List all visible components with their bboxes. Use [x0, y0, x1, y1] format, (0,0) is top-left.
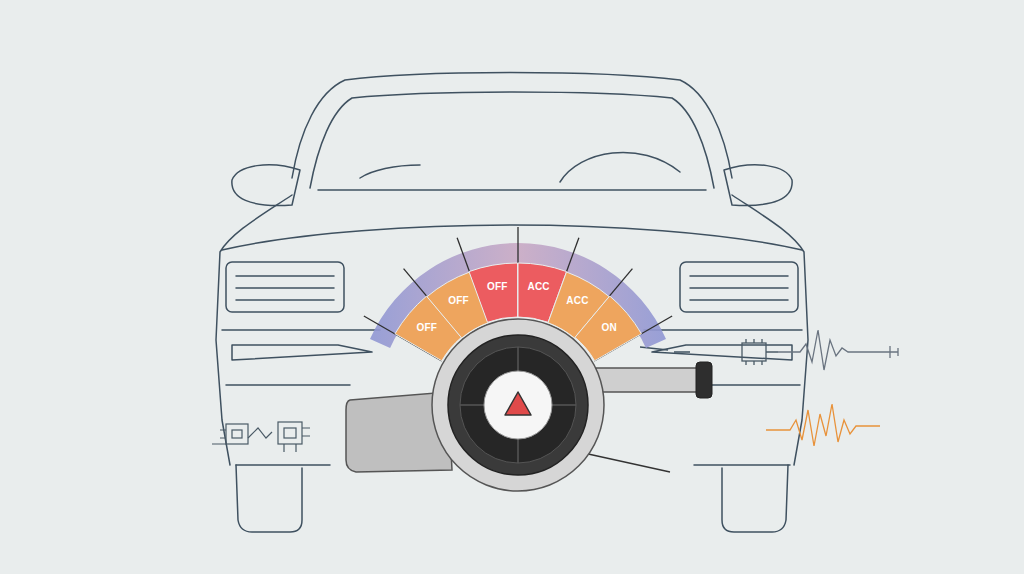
windshield-base: [318, 189, 706, 191]
chip-core: [284, 428, 296, 438]
car-outline: [216, 73, 808, 533]
left-mirror: [232, 165, 300, 206]
relay-wire: [220, 428, 272, 438]
right-lever: [596, 368, 700, 392]
position-label: ACC: [566, 296, 588, 306]
sensor-pins: [746, 339, 778, 365]
relay-coil: [232, 430, 242, 438]
sensor-chip: [742, 343, 766, 361]
knob-inner: [460, 347, 576, 463]
wiper: [360, 165, 420, 178]
steering-wheel: [560, 152, 680, 182]
leader-line: [640, 347, 690, 352]
right-grille-lines: [690, 276, 788, 300]
position-label: ON: [601, 323, 616, 333]
position-label: OFF: [448, 296, 469, 306]
knob-grips: [460, 347, 576, 463]
chip-pins: [212, 428, 310, 452]
left-headlight: [226, 262, 344, 312]
warning-triangle: [505, 392, 531, 415]
segment-fill: [575, 296, 641, 361]
knob-housing: [432, 319, 604, 491]
left-grille-lines: [236, 276, 334, 300]
position-label: ACC: [528, 282, 550, 292]
grey-waveform: [778, 330, 880, 370]
ignition-knob: [346, 319, 712, 491]
ground-symbol: [880, 346, 898, 358]
switch-position: OFF: [468, 262, 519, 323]
chip-box: [278, 422, 302, 444]
circuit-icon: [212, 422, 310, 452]
knob-ring: [448, 335, 588, 475]
right-mirror: [724, 165, 792, 206]
right-headlight: [680, 262, 798, 312]
left-wheel: [236, 465, 302, 532]
knob-center: [484, 371, 552, 439]
orange-waveform: [766, 404, 880, 446]
lever-cap: [696, 362, 712, 398]
windshield: [310, 92, 714, 188]
right-wheel: [722, 465, 788, 532]
segment-fill: [469, 263, 518, 322]
position-label: OFF: [417, 323, 438, 333]
position-label: OFF: [487, 282, 508, 292]
relay-box: [226, 424, 248, 444]
left-bumper-light: [232, 345, 372, 360]
segment-shape: [468, 262, 519, 323]
